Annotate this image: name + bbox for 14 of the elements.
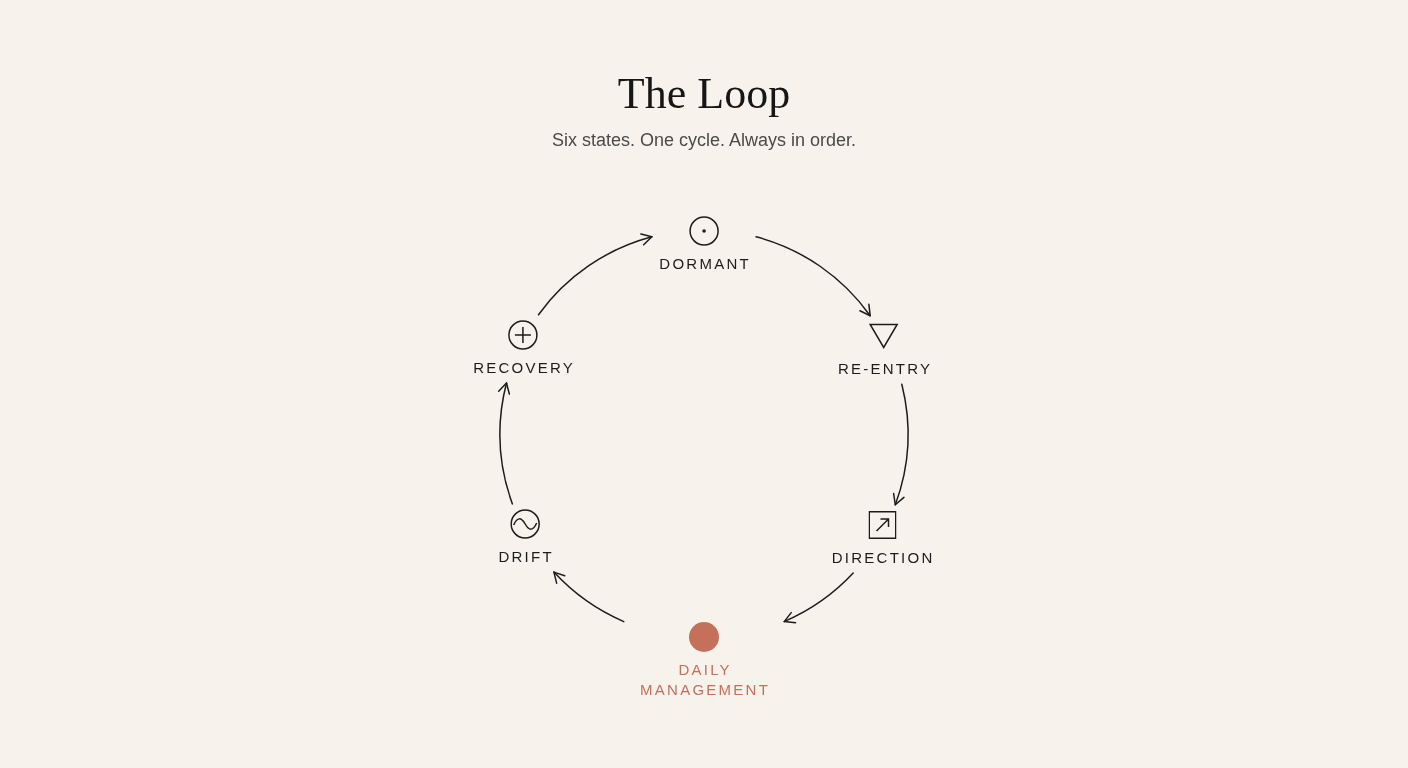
state-label: DAILY MANAGEMENT (639, 660, 772, 700)
state-label: DRIFT (497, 547, 554, 567)
state-label: RECOVERY (472, 358, 576, 378)
arrow (553, 571, 625, 623)
state-label: DORMANT (658, 254, 751, 274)
title: The Loop (617, 68, 791, 120)
arrow (537, 233, 653, 316)
state-label: DIRECTION (830, 548, 935, 568)
arrow (755, 236, 871, 317)
state-label: RE-ENTRY (836, 359, 933, 379)
subtitle: Six states. One cycle. Always in order. (551, 129, 857, 152)
arrow (783, 572, 854, 623)
arrow (892, 383, 909, 506)
arrow (498, 382, 514, 505)
